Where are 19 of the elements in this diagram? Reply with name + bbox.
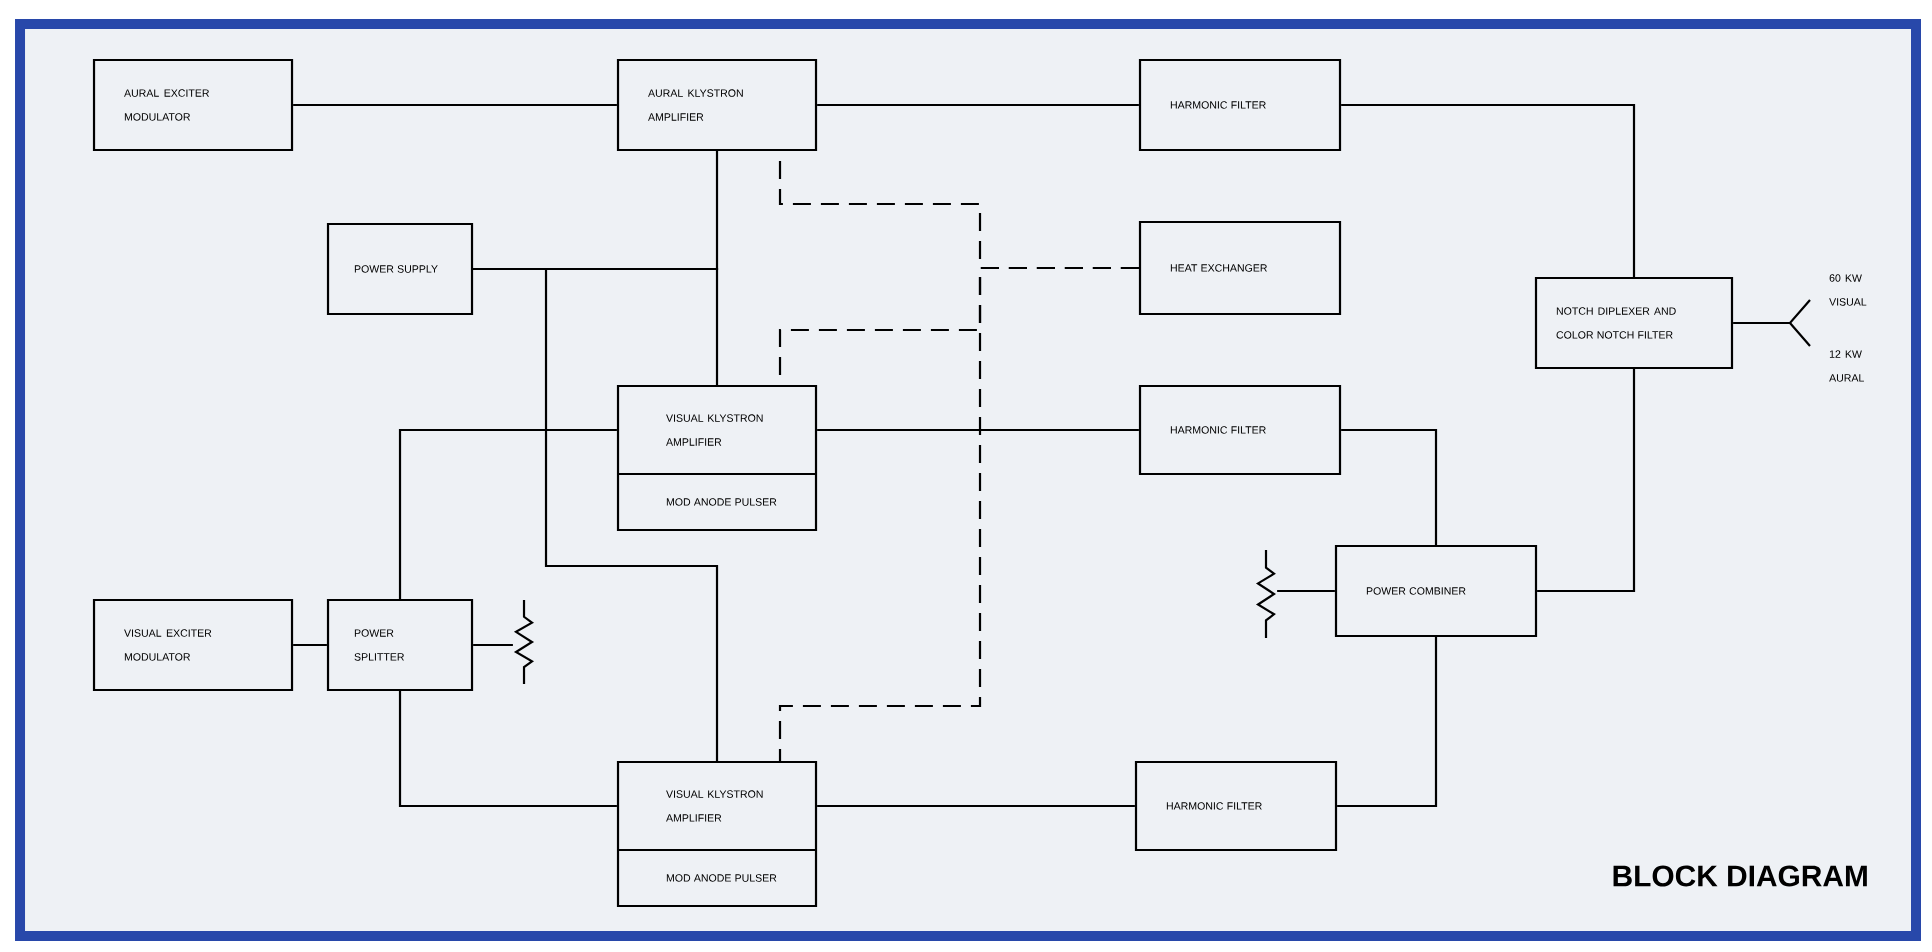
resistor-symbol (513, 600, 535, 684)
connector-line (1341, 103, 1636, 277)
diagram-title: BLOCK DIAGRAM (1613, 865, 1867, 887)
connector-line (817, 428, 1139, 432)
connector-line (473, 643, 513, 647)
connector-line (398, 428, 617, 599)
connector-line (817, 804, 1135, 808)
connector-line (817, 103, 1139, 107)
resistor-symbol (1255, 550, 1276, 638)
connector-line (398, 691, 617, 808)
connector-line (293, 643, 327, 647)
connector-line (1337, 637, 1438, 808)
connector-line (473, 267, 719, 761)
dashed-line (778, 266, 1139, 761)
connector-line (293, 103, 617, 107)
output-line (1732, 298, 1812, 348)
connector-line (1277, 589, 1335, 593)
connector-line (1537, 369, 1636, 593)
connector-line (1341, 428, 1438, 545)
